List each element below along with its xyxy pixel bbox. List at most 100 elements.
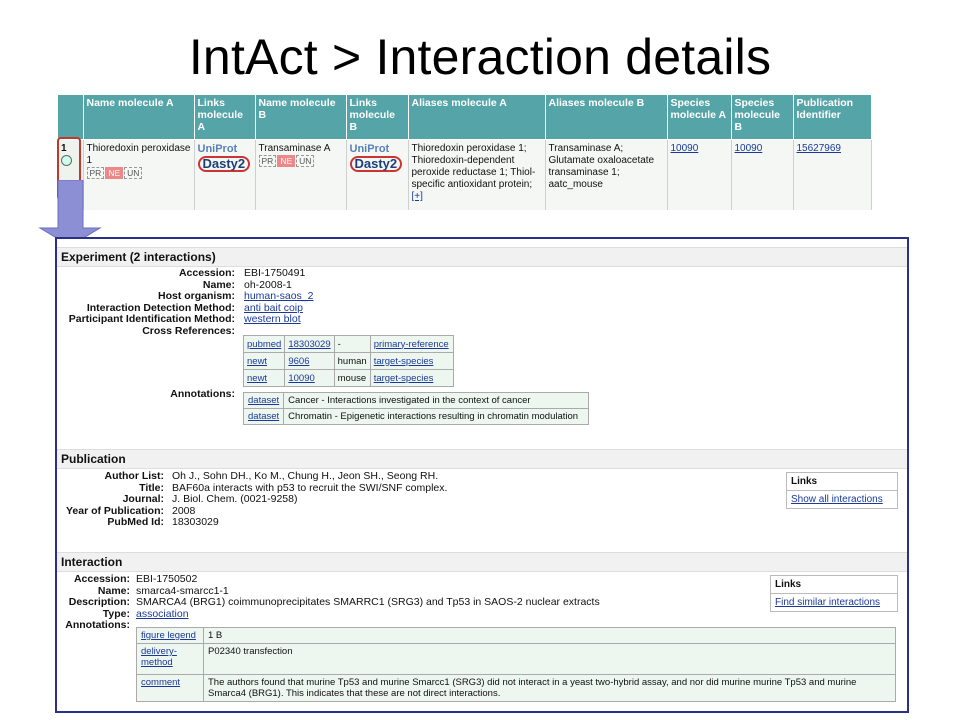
field-label: Name: [97, 584, 130, 597]
interaction-annotations-table: figure legend 1 B delivery-method P02340… [136, 627, 896, 702]
slide-title: IntAct > Interaction details [188, 29, 772, 85]
uniprot-logo[interactable]: UniProt [349, 143, 390, 155]
detection-method-link[interactable]: anti bait coip [244, 301, 303, 314]
magnifier-icon[interactable] [61, 155, 72, 166]
annotation-topic-link[interactable]: comment [141, 677, 181, 688]
interaction-description: SMARCA4 (BRG1) coimmunoprecipitates SMAR… [136, 596, 600, 608]
tag-un[interactable]: UN [296, 155, 315, 167]
species-a-cell: 10090 [667, 139, 732, 210]
table-row: dataset Cancer - Interactions investigat… [242, 392, 590, 409]
find-similar-interactions-link[interactable]: Find similar interactions [775, 597, 881, 608]
experiment-heading: Experiment (2 interactions) [57, 247, 907, 267]
row-index: 1 [61, 143, 67, 154]
xref-db-link[interactable]: newt [247, 355, 268, 367]
xref-secondary: - [333, 335, 371, 353]
dasty-logo[interactable]: Dasty2 [349, 156, 403, 172]
species-b-link[interactable]: 10090 [734, 143, 763, 154]
field-label: Annotations: [65, 619, 130, 631]
col-header[interactable]: Publication Identifier [793, 95, 872, 140]
xref-qualifier-link[interactable]: target-species [373, 355, 434, 367]
results-table: Name molecule A Links molecule A Name mo… [58, 95, 872, 210]
xref-id-link[interactable]: 10090 [288, 372, 315, 384]
cross-references-table: pubmed 18303029 - primary-reference newt… [242, 335, 454, 387]
annotation-text: P02340 transfection [203, 643, 896, 675]
aliases-molecule-a: Thioredoxin peroxidase 1; Thioredoxin-de… [411, 143, 536, 190]
tag-un[interactable]: UN [124, 167, 143, 179]
annotation-text: Chromatin - Epigenetic interactions resu… [283, 408, 590, 425]
publication-heading: Publication [57, 449, 907, 469]
field-label: Title: [139, 481, 164, 494]
xref-db-link[interactable]: newt [247, 372, 268, 384]
pubmed-id: 18303029 [172, 516, 219, 528]
table-row: delivery-method P02340 transfection [136, 643, 896, 675]
annotation-topic-link[interactable]: dataset [248, 411, 280, 422]
field-label: PubMed Id: [107, 516, 164, 528]
experiment-accession: EBI-1750491 [244, 267, 306, 279]
col-header[interactable]: Species molecule B [731, 95, 794, 140]
links-heading: Links [787, 473, 897, 491]
results-header-row: Name molecule A Links molecule A Name mo… [58, 95, 872, 140]
col-header[interactable]: Aliases molecule B [545, 95, 668, 140]
experiment-name: oh-2008-1 [244, 278, 292, 291]
tag-ne[interactable]: NE [277, 155, 296, 167]
field-label: Accession: [73, 573, 130, 585]
col-header[interactable]: Links molecule A [194, 95, 256, 140]
interaction-name: smarca4-smarcc1-1 [136, 584, 229, 597]
field-label: Participant Identification Method: [68, 313, 235, 325]
interaction-type-link[interactable]: association [136, 607, 189, 620]
field-label: Description: [68, 596, 130, 608]
tag-pr[interactable]: PR [258, 155, 277, 167]
table-row: newt 10090 mouse target-species [242, 369, 454, 387]
table-row: figure legend 1 B [136, 627, 896, 644]
xref-id-link[interactable]: 18303029 [288, 338, 331, 350]
species-a-link[interactable]: 10090 [670, 143, 699, 154]
aliases-expand-link[interactable]: [+] [411, 191, 423, 202]
field-label: Cross References: [142, 324, 235, 337]
field-label: Type: [102, 607, 130, 620]
col-header[interactable]: Name molecule A [83, 95, 195, 140]
annotation-topic-link[interactable]: delivery-method [141, 646, 177, 668]
xref-qualifier-link[interactable]: primary-reference [373, 338, 449, 350]
publication-link[interactable]: 15627969 [796, 143, 842, 154]
field-label: Interaction Detection Method: [86, 301, 235, 314]
interaction-fields: Accession: EBI-1750502 Name: smarca4-smarc… [57, 573, 897, 632]
publication-title: BAF60a interacts with p53 to recruit the… [172, 481, 448, 494]
col-header[interactable]: Name molecule B [255, 95, 347, 140]
dasty-logo[interactable]: Dasty2 [197, 156, 251, 172]
xref-secondary: mouse [333, 369, 371, 387]
xref-qualifier-link[interactable]: target-species [373, 372, 434, 384]
annotation-text: Cancer - Interactions investigated in th… [283, 392, 590, 409]
table-row: comment The authors found that murine Tp… [136, 674, 896, 702]
annotation-topic-link[interactable]: figure legend [141, 630, 196, 641]
identification-method-link[interactable]: western blot [244, 313, 301, 325]
aliases-molecule-b: Transaminase A; Glutamate oxaloacetate t… [548, 143, 655, 190]
interaction-heading: Interaction [57, 552, 907, 572]
annotation-topic-link[interactable]: dataset [248, 395, 280, 406]
tag-pr[interactable]: PR [86, 167, 105, 179]
interaction-accession: EBI-1750502 [136, 573, 198, 585]
publication-links-box: Links Show all interactions [786, 472, 898, 509]
col-header[interactable]: Aliases molecule A [408, 95, 546, 140]
col-header[interactable] [58, 95, 84, 140]
col-header[interactable]: Species molecule A [667, 95, 732, 140]
aliases-b-cell: Transaminase A; Glutamate oxaloacetate t… [545, 139, 668, 210]
xref-id-link[interactable]: 9606 [288, 355, 310, 367]
links-a-cell: UniProt Dasty2 [194, 139, 256, 210]
col-header[interactable]: Links molecule B [346, 95, 409, 140]
xref-db-link[interactable]: pubmed [247, 338, 282, 350]
annotation-text: The authors found that murine Tp53 and m… [203, 674, 896, 702]
publication-fields: Author List:Oh J., Sohn DH., Ko M., Chun… [57, 470, 897, 529]
show-all-interactions-link[interactable]: Show all interactions [791, 494, 883, 505]
field-label: Name: [202, 278, 235, 291]
species-b-cell: 10090 [731, 139, 794, 210]
uniprot-logo[interactable]: UniProt [197, 143, 238, 155]
aliases-a-cell: Thioredoxin peroxidase 1; Thioredoxin-de… [408, 139, 546, 210]
host-organism-link[interactable]: human-saos_2 [244, 290, 314, 302]
interaction-links-box: Links Find similar interactions [770, 575, 898, 612]
table-row: newt 9606 human target-species [242, 352, 454, 370]
tag-ne[interactable]: NE [105, 167, 124, 179]
